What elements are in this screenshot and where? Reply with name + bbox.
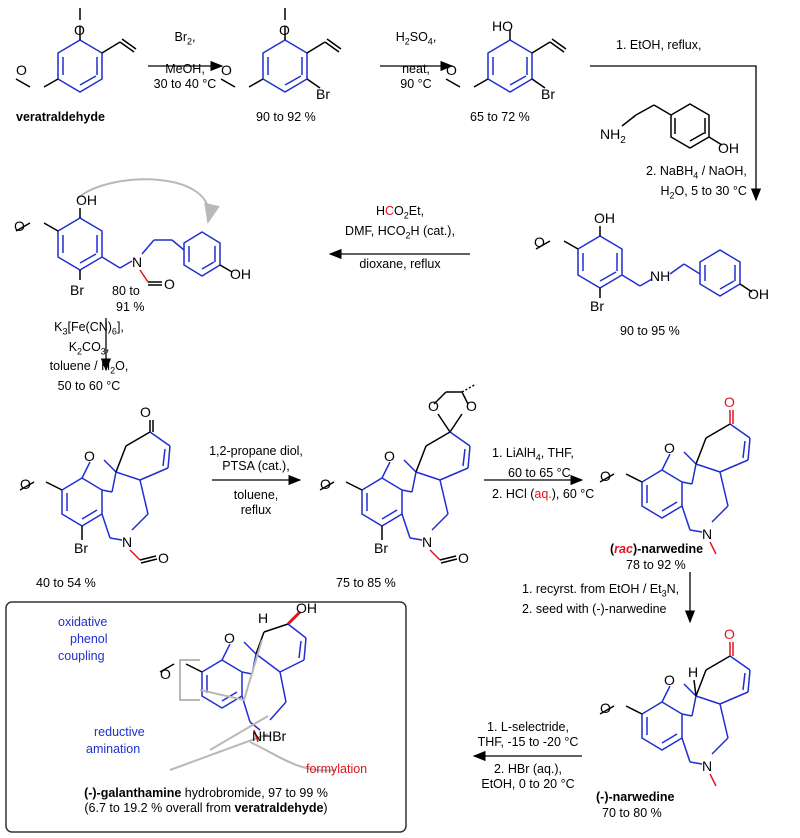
- yield-step4-b: 91 %: [116, 300, 145, 314]
- atom-o: O: [466, 398, 477, 414]
- conditions-step1: Br2, MeOH, 30 to 40 °C: [153, 30, 217, 91]
- structure-bromo-formyl-narwedine: [19, 420, 171, 564]
- atom-n: N: [702, 758, 713, 774]
- atom-nhbr: NHBr: [252, 728, 287, 744]
- atom-o-ketone: O: [724, 626, 735, 642]
- atom-oh: OH: [748, 286, 769, 302]
- atom-o: O: [664, 672, 675, 688]
- atom-o: O: [600, 468, 611, 484]
- name-rac-narwedine: (rac)-narwedine: [610, 542, 704, 556]
- structure-hydroxybromobenzaldehyde: [445, 30, 567, 93]
- atom-o: O: [428, 398, 439, 414]
- atom-br: Br: [70, 282, 84, 298]
- conditions-step3-line1: 1. EtOH, reflux,: [616, 38, 702, 52]
- atom-o-ketone: O: [724, 394, 735, 410]
- conditions-step8: 1. recyrst. from EtOH / Et3N, 2. seed wi…: [522, 582, 680, 616]
- structure-secondary-amine: [535, 226, 753, 298]
- name-veratraldehyde: veratraldehyde: [16, 110, 105, 124]
- atom-o: O: [164, 276, 175, 292]
- atom-br: Br: [590, 298, 604, 314]
- conditions-step9: 1. L-selectride, THF, -15 to -20 °C 2. H…: [477, 720, 579, 791]
- atom-o: O: [664, 440, 675, 456]
- atom-o: O: [320, 476, 331, 492]
- yield-step7: 78 to 92 %: [626, 558, 686, 572]
- yield-step2: 65 to 72 %: [470, 110, 530, 124]
- conditions-step3-line2: 2. NaBH4 / NaOH, H2O, 5 to 30 °C: [646, 164, 747, 200]
- atom-o: O: [221, 62, 232, 78]
- atom-br: Br: [541, 86, 555, 102]
- structure-bromoveratraldehyde: [220, 8, 342, 93]
- yield-step5: 40 to 54 %: [36, 576, 96, 590]
- atom-h: H: [688, 664, 699, 680]
- atom-o: O: [534, 234, 545, 250]
- atom-o: O: [84, 448, 95, 464]
- atom-br: Br: [316, 86, 330, 102]
- atom-ho: HO: [492, 18, 513, 34]
- yield-step3: 90 to 95 %: [620, 324, 680, 338]
- yield-step4-a: 80 to: [112, 284, 140, 298]
- atom-o: O: [160, 666, 171, 682]
- atom-nh2: NH2: [600, 126, 626, 146]
- structure-veratraldehyde: [15, 8, 137, 93]
- atom-o: O: [14, 218, 25, 234]
- atom-o: O: [384, 448, 395, 464]
- atom-o: O: [600, 700, 611, 716]
- atom-h: H: [258, 610, 269, 626]
- structure-narwedine: [599, 642, 751, 787]
- atom-br: Br: [74, 540, 88, 556]
- structure-formamide: [15, 178, 233, 286]
- conditions-step4: HCO2Et, DMF, HCO2H (cat.), dioxane, refl…: [345, 204, 455, 271]
- atom-oh: OH: [594, 210, 615, 226]
- atom-o: O: [458, 550, 469, 566]
- atom-nh: NH: [650, 268, 671, 284]
- structure-rac-narwedine: [599, 410, 751, 555]
- yield-step6: 75 to 85 %: [336, 576, 396, 590]
- annotation-oxidative-phenol-coupling: oxidative phenol coupling: [58, 615, 108, 663]
- conditions-step6: 1,2-propane diol, PTSA (cat.), toluene, …: [209, 444, 303, 517]
- atom-oh: OH: [718, 140, 739, 156]
- atom-oh: OH: [76, 192, 97, 208]
- summary-box: [5, 601, 407, 833]
- atom-o: O: [279, 22, 290, 38]
- atom-oh: OH: [296, 600, 317, 616]
- atom-o: O: [20, 476, 31, 492]
- conditions-step2: H2SO4, neat, 90 °C: [395, 30, 437, 91]
- atom-oh: OH: [230, 266, 251, 282]
- yield-step8: 70 to 80 %: [602, 806, 662, 820]
- atom-o: O: [16, 62, 27, 78]
- atom-br: Br: [374, 540, 388, 556]
- atom-o: O: [158, 550, 169, 566]
- atom-n: N: [122, 534, 133, 550]
- structure-bromo-ketal: [319, 383, 477, 564]
- atom-n: N: [132, 254, 143, 270]
- conditions-step7: 1. LiAlH4, THF, 60 to 65 °C 2. HCl (aq.)…: [492, 446, 595, 501]
- product-caption: (-)-galanthamine hydrobromide, 97 to 99 …: [84, 786, 328, 815]
- atom-o: O: [140, 404, 151, 420]
- name-narwedine: (-)-narwedine: [596, 790, 675, 804]
- atom-o: O: [446, 62, 457, 78]
- yield-step1: 90 to 92 %: [256, 110, 316, 124]
- atom-o: O: [74, 22, 85, 38]
- structure-tyramine: [621, 103, 723, 149]
- arrow-step3: [590, 65, 762, 202]
- conditions-step5: K3[Fe(CN)6], K2CO3, toluene / H2O, 50 to…: [49, 320, 129, 393]
- atom-n: N: [702, 526, 713, 542]
- annotation-formylation: formylation: [306, 762, 368, 776]
- atom-n: N: [422, 534, 433, 550]
- atom-o: O: [224, 630, 235, 646]
- annotation-reductive-amination: reductive amination: [86, 725, 145, 756]
- structure-galanthamine: [159, 610, 337, 772]
